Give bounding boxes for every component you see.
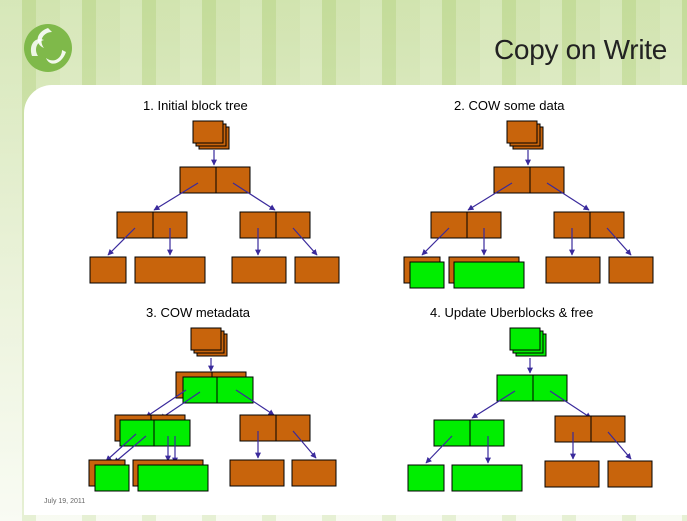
new-metadata-block (182, 376, 218, 404)
new-uberblock (509, 327, 541, 351)
new-metadata-block (216, 376, 254, 404)
panel-4-caption: 4. Update Uberblocks & free (430, 305, 593, 320)
new-data-block (409, 261, 445, 289)
panel-1-tree (89, 120, 340, 284)
new-data-block (453, 261, 525, 289)
panel-2-caption: 2. COW some data (454, 98, 565, 113)
slide-title: Copy on Write (494, 34, 667, 65)
panel-3-caption: 3. COW metadata (146, 305, 251, 320)
uberblock (192, 120, 224, 144)
panel-1-caption: 1. Initial block tree (143, 98, 248, 113)
panel-2-tree (403, 120, 654, 289)
panel-3-tree (88, 327, 337, 492)
slide-date: July 19, 2011 (44, 498, 86, 505)
panel-4-tree (407, 327, 653, 492)
swirl-logo-icon (22, 22, 74, 79)
